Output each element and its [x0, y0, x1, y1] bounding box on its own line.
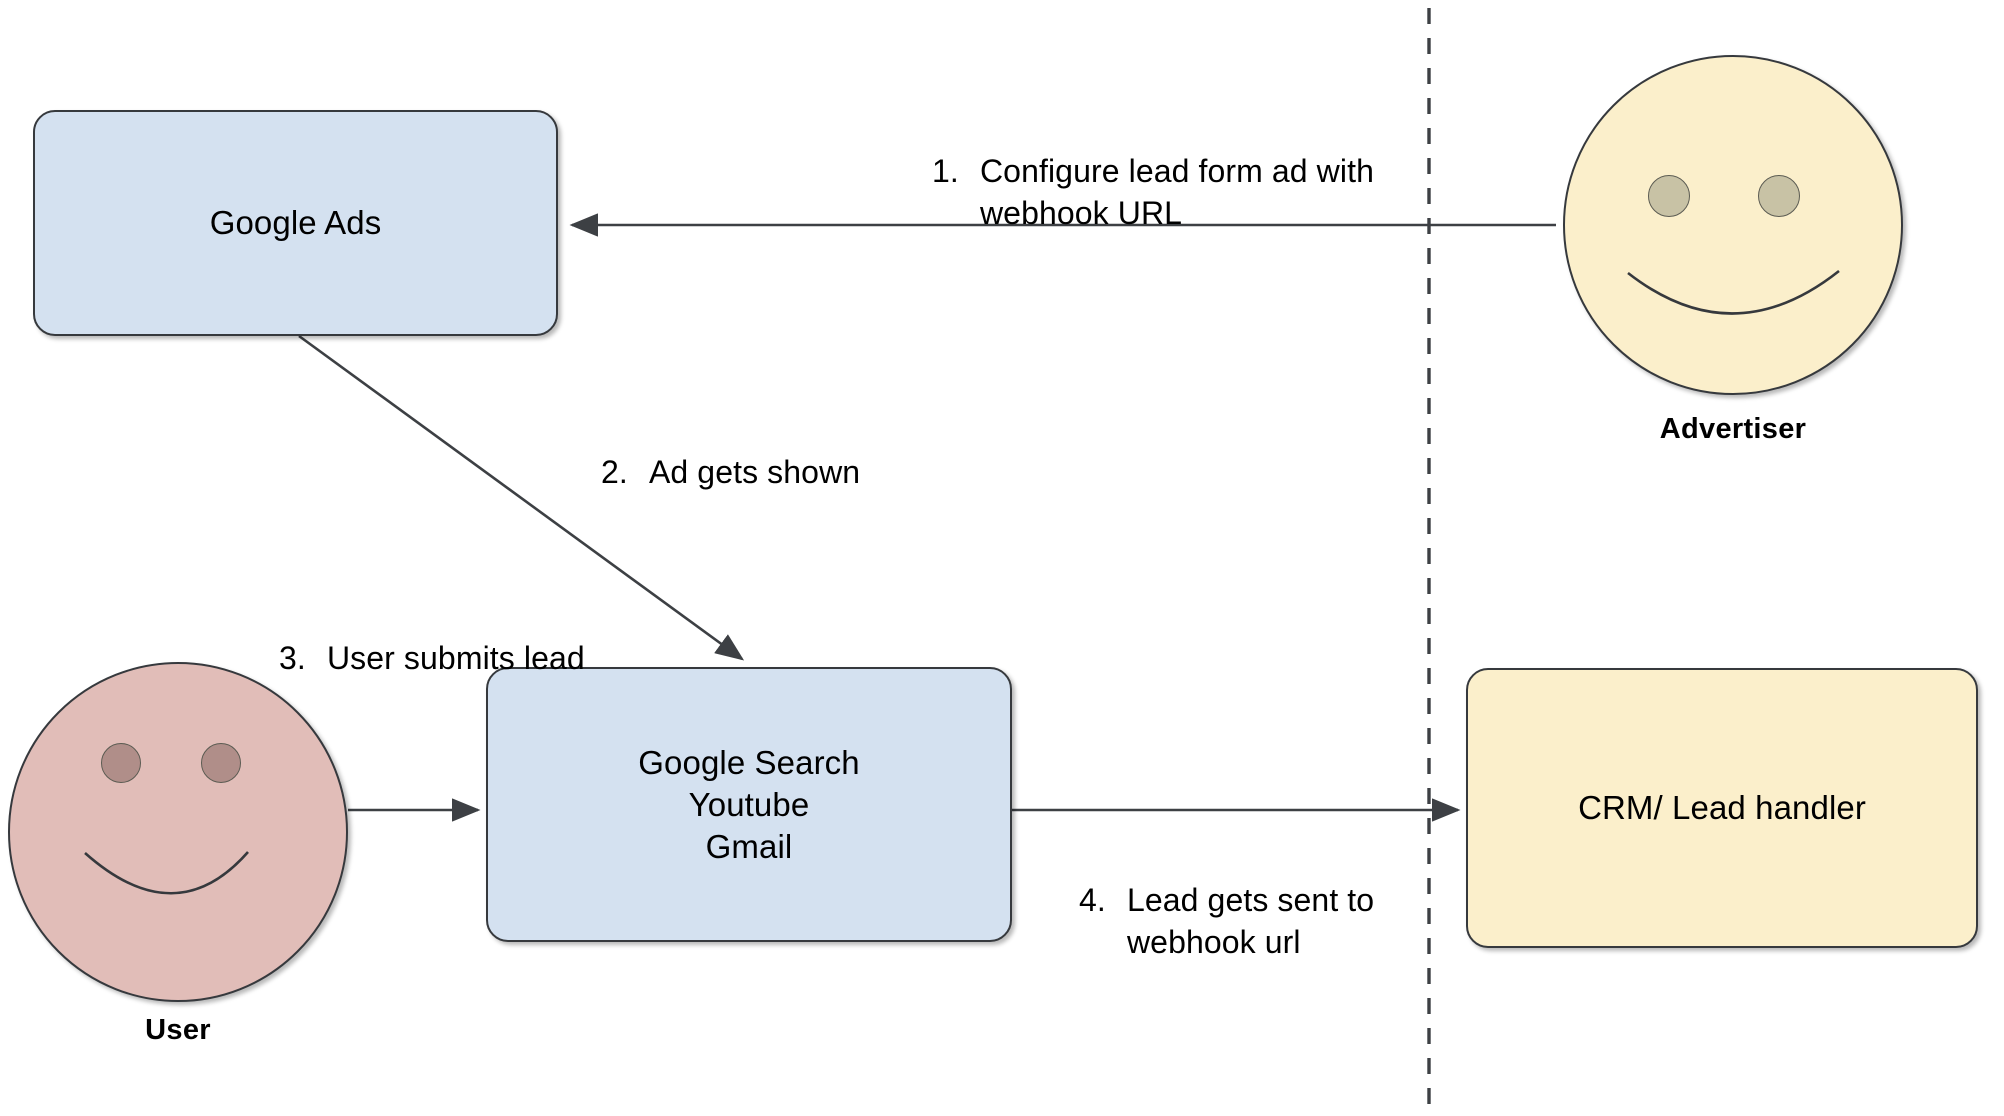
- advertiser-smile-icon: [1627, 269, 1840, 315]
- edge-step-1-line1: Configure lead form ad with: [979, 153, 1374, 189]
- node-crm-lead-handler-label: CRM/ Lead handler: [1578, 789, 1866, 826]
- edge-label-step-2: 2. Ad gets shown: [565, 409, 860, 535]
- user-right-eye-icon: [201, 743, 241, 783]
- edge-label-step-1: 1. Configure lead form ad with webhook URL: [896, 108, 1374, 276]
- edge-step-3-line1: User submits lead: [326, 640, 585, 676]
- user-left-eye-icon: [101, 743, 141, 783]
- node-user-label: User: [145, 1014, 211, 1046]
- node-google-ads-label: Google Ads: [209, 204, 382, 241]
- edge-step-4-line1: Lead gets sent to: [1126, 882, 1375, 918]
- node-google-surfaces[interactable]: Google Search Youtube Gmail: [486, 667, 1012, 942]
- edge-step-1-number: 1.: [931, 153, 959, 189]
- edge-step-4-line2: webhook url: [1126, 924, 1301, 960]
- user-face-circle: [8, 662, 348, 1002]
- edge-step-4-number: 4.: [1078, 882, 1106, 918]
- edge-step-2-line1: Ad gets shown: [648, 454, 861, 490]
- node-advertiser[interactable]: Advertiser: [1563, 55, 1903, 445]
- edge-step-3-number: 3.: [278, 640, 306, 676]
- node-google-ads[interactable]: Google Ads: [33, 110, 558, 336]
- edge-step-2-number: 2.: [600, 454, 628, 490]
- user-smile-icon: [84, 851, 249, 895]
- advertiser-left-eye-icon: [1648, 175, 1690, 217]
- node-advertiser-label: Advertiser: [1659, 413, 1807, 445]
- advertiser-face-circle: [1563, 55, 1903, 395]
- node-user[interactable]: User: [8, 662, 348, 1062]
- edge-step-1-line2: webhook URL: [979, 195, 1183, 231]
- edge-label-step-3: 3. User submits lead: [243, 595, 585, 721]
- node-crm-lead-handler[interactable]: CRM/ Lead handler: [1466, 668, 1978, 948]
- node-google-surfaces-label: Google Search Youtube Gmail: [638, 743, 860, 865]
- advertiser-right-eye-icon: [1758, 175, 1800, 217]
- edge-label-step-4: 4. Lead gets sent to webhook url: [1043, 837, 1374, 1005]
